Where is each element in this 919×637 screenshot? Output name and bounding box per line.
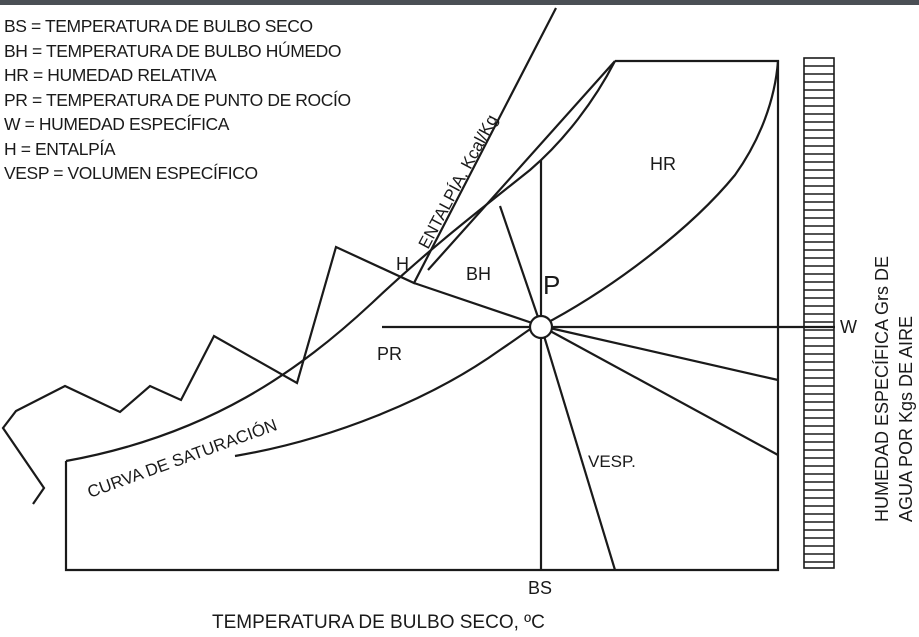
enthalpy-scale-inner-edge — [427, 60, 616, 271]
legend-item-hr: HR = HUMEDAD RELATIVA — [4, 65, 217, 85]
legend-item-h: H = ENTALPÍA — [4, 138, 116, 159]
legend-item-pr: PR = TEMPERATURA DE PUNTO DE ROCÍO — [4, 89, 351, 110]
bs-label: BS — [528, 578, 552, 598]
w-label: W — [840, 317, 857, 337]
vesp-line-3 — [540, 324, 779, 382]
legend: BS = TEMPERATURA DE BULBO SECO BH = TEMP… — [4, 14, 351, 186]
bh-line — [413, 281, 542, 328]
x-axis-title: TEMPERATURA DE BULBO SECO, ºC — [212, 612, 545, 633]
h-label: H — [396, 254, 409, 274]
state-point-p — [528, 314, 554, 340]
hr-curve — [540, 60, 780, 327]
enthalpy-scale-label: ENTALPÍA, Kcal/Kg — [415, 111, 502, 251]
y-axis-title-line1: HUMEDAD ESPECÍFICA Grs DE — [872, 256, 892, 522]
legend-item-bs: BS = TEMPERATURA DE BULBO SECO — [4, 16, 313, 36]
legend-item-w: W = HUMEDAD ESPECÍFICA — [4, 114, 230, 134]
pr-label: PR — [377, 344, 402, 364]
hr-label: HR — [650, 154, 676, 174]
legend-item-bh: BH = TEMPERATURA DE BULBO HÚMEDO — [4, 40, 342, 61]
vesp-line-2 — [540, 325, 779, 456]
saturation-curve — [65, 60, 616, 463]
vesp-label: VESP. — [588, 452, 636, 471]
vesp-line — [539, 325, 617, 571]
window-top-bar — [0, 0, 919, 5]
bh-line-upper — [498, 205, 543, 327]
p-label: P — [543, 270, 560, 300]
bh-label: BH — [466, 264, 491, 284]
enthalpy-scale-band — [1, 7, 557, 505]
legend-item-vesp: VESP = VOLUMEN ESPECÍFICO — [4, 163, 258, 183]
w-scale-ruler — [803, 57, 835, 569]
chart-frame — [64, 59, 780, 572]
y-axis-title-line2: AGUA POR Kgs DE AIRE — [896, 316, 916, 522]
